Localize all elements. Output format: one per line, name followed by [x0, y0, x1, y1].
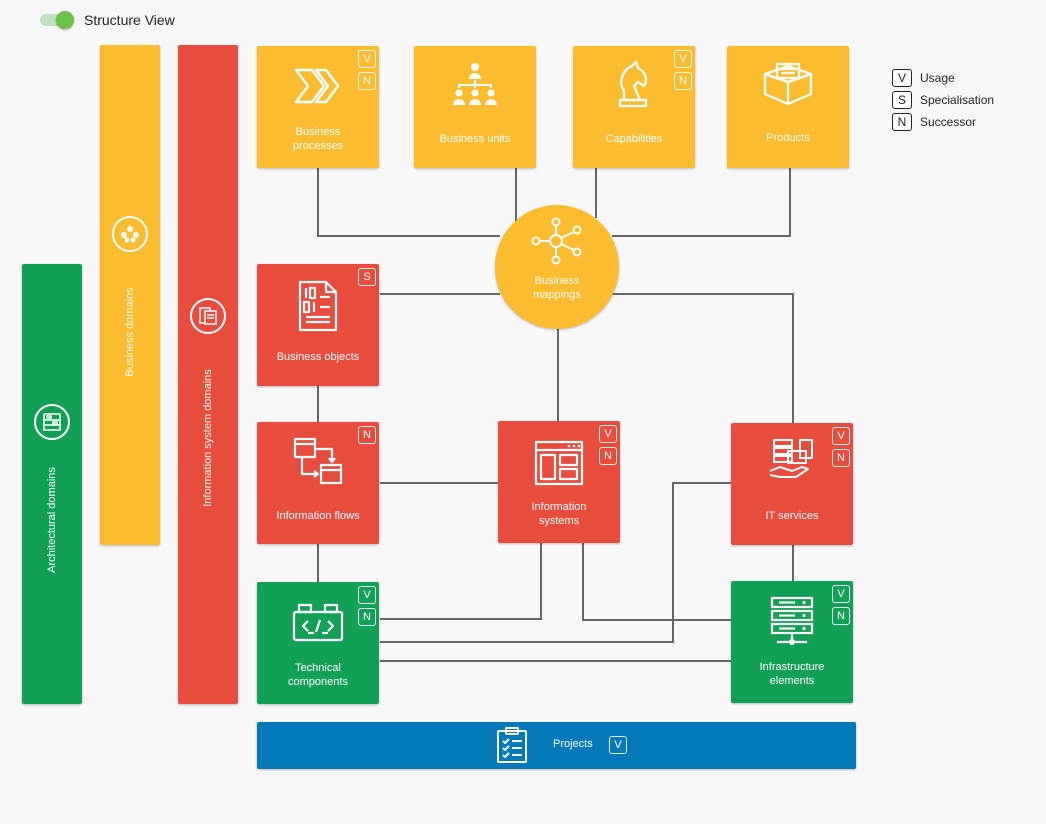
business-domains-icon	[112, 216, 148, 252]
information-systems-box[interactable]: V N Information systems	[498, 421, 620, 543]
clipboard-checklist-icon	[497, 727, 527, 763]
structure-view-label: Structure View	[84, 12, 175, 28]
successor-badge[interactable]: N	[832, 607, 850, 625]
org-chart-icon	[453, 63, 497, 105]
information-flows-label: Information flows	[276, 510, 360, 522]
projects-label: Projects	[553, 738, 593, 750]
hand-server-icon	[769, 439, 813, 478]
business-objects-box[interactable]: S Business objects	[257, 264, 379, 386]
capabilities-box[interactable]: V N Capabilities	[573, 46, 695, 168]
usage-badge[interactable]: V	[832, 585, 850, 603]
legend-successor-text: Successor	[920, 115, 977, 129]
chevrons-icon	[294, 68, 340, 104]
business-objects-label: Business objects	[276, 351, 360, 363]
legend-usage-text: Usage	[920, 71, 955, 85]
business-mappings-label: Business mappings	[533, 275, 581, 301]
information-system-domains-icon	[190, 298, 226, 334]
chess-knight-icon	[618, 60, 648, 108]
information-flows-box[interactable]: N Information flows	[257, 422, 379, 544]
business-domains-label: Business domains	[124, 287, 136, 377]
technical-components-label: Technical components	[288, 662, 348, 688]
legend-successor-key: N	[892, 113, 912, 131]
products-box[interactable]: Products	[727, 46, 849, 168]
successor-badge[interactable]: N	[674, 72, 692, 90]
legend-usage-key: V	[892, 69, 912, 87]
app-window-icon	[534, 440, 584, 486]
products-label: Products	[766, 132, 810, 144]
business-processes-box[interactable]: V N Business processes	[257, 46, 379, 168]
architectural-domains-icon	[34, 404, 70, 440]
architectural-domains-label: Architectural domains	[46, 467, 58, 573]
information-system-domains-bar[interactable]: Information system domains	[178, 45, 238, 704]
network-hub-icon	[531, 217, 582, 265]
capabilities-label: Capabilities	[605, 133, 663, 145]
usage-badge[interactable]: V	[358, 50, 376, 68]
business-processes-label: Business processes	[292, 126, 344, 152]
information-systems-label: Information systems	[531, 501, 587, 527]
infrastructure-elements-box[interactable]: V N Infrastructure elements	[731, 581, 853, 703]
successor-badge[interactable]: N	[358, 72, 376, 90]
legend-specialisation-text: Specialisation	[920, 93, 995, 107]
specialisation-badge[interactable]: S	[358, 268, 376, 286]
successor-badge[interactable]: N	[599, 447, 617, 465]
business-mappings-node[interactable]: Business mappings	[495, 205, 619, 329]
open-box-icon	[763, 62, 813, 106]
business-domains-bar[interactable]: Business domains	[100, 45, 160, 545]
legend-specialisation-key: S	[892, 91, 912, 109]
server-rack-icon	[770, 596, 814, 645]
usage-badge[interactable]: V	[358, 586, 376, 604]
it-services-label: IT services	[765, 510, 819, 522]
architectural-domains-bar[interactable]: Architectural domains	[22, 264, 82, 704]
usage-badge[interactable]: V	[599, 425, 617, 443]
flow-windows-icon	[293, 437, 343, 485]
business-units-label: Business units	[439, 133, 511, 145]
code-component-icon	[292, 603, 344, 642]
projects-bar[interactable]: Projects V	[257, 722, 856, 769]
toggle-knob	[56, 11, 74, 29]
data-document-icon	[298, 280, 338, 332]
usage-badge[interactable]: V	[674, 50, 692, 68]
technical-components-box[interactable]: V N Technical components	[257, 582, 379, 704]
structure-view-toggle[interactable]	[40, 11, 76, 29]
successor-badge[interactable]: N	[358, 426, 376, 444]
information-system-domains-label: Information system domains	[202, 369, 214, 507]
it-services-box[interactable]: V N IT services	[731, 423, 853, 545]
successor-badge[interactable]: N	[832, 449, 850, 467]
usage-badge[interactable]: V	[609, 736, 627, 754]
successor-badge[interactable]: N	[358, 608, 376, 626]
usage-badge[interactable]: V	[832, 427, 850, 445]
infrastructure-elements-label: Infrastructure elements	[759, 661, 825, 687]
business-units-box[interactable]: Business units	[414, 46, 536, 168]
